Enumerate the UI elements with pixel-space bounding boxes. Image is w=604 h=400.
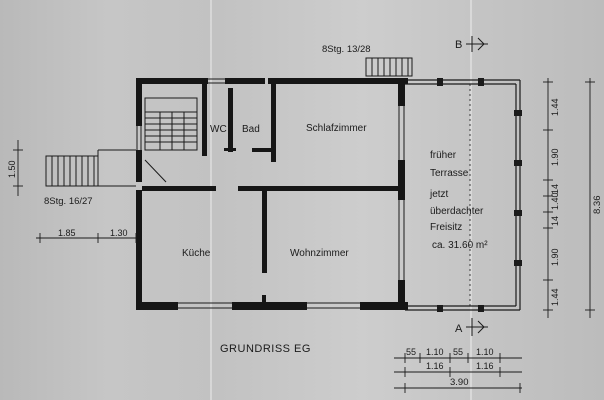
terrace-area: ca. 31.60 m² (432, 240, 488, 251)
terrace-text-line1: früher (430, 150, 457, 161)
dim-right-d6: 1.90 (550, 248, 560, 266)
terrace-outline (405, 79, 521, 311)
dim-left-w1: 1.85 (58, 228, 76, 238)
stairs-label-top: 8Stg. 13/28 (322, 44, 371, 55)
dim-right-total: 8.36 (592, 196, 603, 215)
windows (136, 78, 405, 309)
room-label-bad: Bad (242, 124, 260, 135)
dimension-lines (13, 78, 595, 393)
dim-right-d5: 14 (550, 216, 560, 226)
stairs-label-left: 8Stg. 16/27 (44, 196, 93, 207)
terrace-posts (437, 78, 522, 312)
drawing-title: GRUNDRISS EG (220, 343, 311, 355)
dim-right-d4: 1.40 (550, 192, 560, 210)
left-entry-stairs (45, 149, 136, 187)
terrace-text-line4: überdachter (430, 206, 484, 217)
dim-left-height: 1.50 (7, 160, 17, 178)
terrace-text-line5: Freisitz (430, 222, 462, 233)
dim-bottom-a3: 55 (453, 347, 463, 357)
dim-bottom-b2: 1.16 (476, 361, 494, 371)
section-marker-b (466, 36, 488, 52)
terrace-stairs (365, 57, 413, 77)
dim-right-d2: 1.90 (550, 148, 560, 166)
terrace-text-line2: Terrasse (430, 168, 469, 179)
section-label-a: A (455, 323, 463, 335)
room-label-wohnzimmer: Wohnzimmer (290, 248, 349, 259)
section-marker-a (466, 318, 488, 336)
dim-bottom-a2: 1.10 (426, 347, 444, 357)
dim-right-d3: 14 (550, 184, 560, 194)
room-label-kueche: Küche (182, 248, 211, 259)
room-label-wc: WC (210, 124, 227, 135)
dim-left-w2: 1.30 (110, 228, 128, 238)
terrace-text-line3: jetzt (429, 189, 449, 200)
section-label-b: B (455, 39, 462, 51)
room-label-schlafzimmer: Schlafzimmer (306, 123, 367, 134)
dim-bottom-b1: 1.16 (426, 361, 444, 371)
interior-staircase (144, 97, 198, 183)
dim-bottom-total: 3.90 (450, 377, 469, 388)
dim-right-d7: 1.44 (550, 288, 560, 306)
dim-bottom-a4: 1.10 (476, 347, 494, 357)
walls (136, 78, 408, 310)
dim-right-d1: 1.44 (550, 98, 560, 116)
dim-bottom-a1: 55 (406, 347, 416, 357)
